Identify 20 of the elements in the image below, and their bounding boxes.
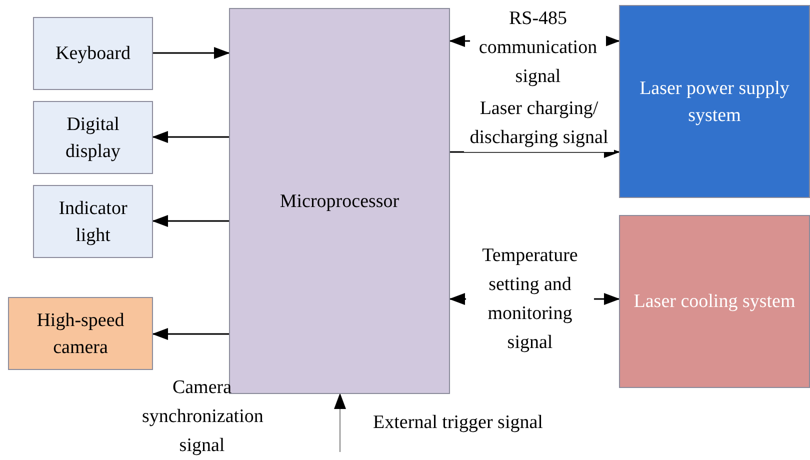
process-box [619, 215, 810, 388]
box-label: Laser cooling system [634, 290, 796, 314]
process-box [33, 185, 153, 258]
process-box [33, 101, 153, 174]
box-label: Laser power supply system [638, 76, 790, 128]
edge-label: External trigger signal [372, 411, 544, 435]
process-box [8, 297, 153, 370]
box-label: Digital display [64, 112, 122, 164]
box-label: High-speed camera [36, 308, 126, 360]
box-label: Keyboard [56, 42, 130, 66]
box-label: Microprocessor [280, 190, 400, 214]
process-box [33, 17, 153, 90]
arrow [334, 393, 346, 452]
box-label: Indicator light [58, 196, 128, 248]
arrow [152, 215, 229, 227]
arrow [152, 328, 229, 340]
arrow [153, 47, 230, 59]
edge-label: Camera synchronization signal [141, 376, 264, 458]
process-box [619, 5, 810, 198]
arrow [152, 131, 229, 143]
